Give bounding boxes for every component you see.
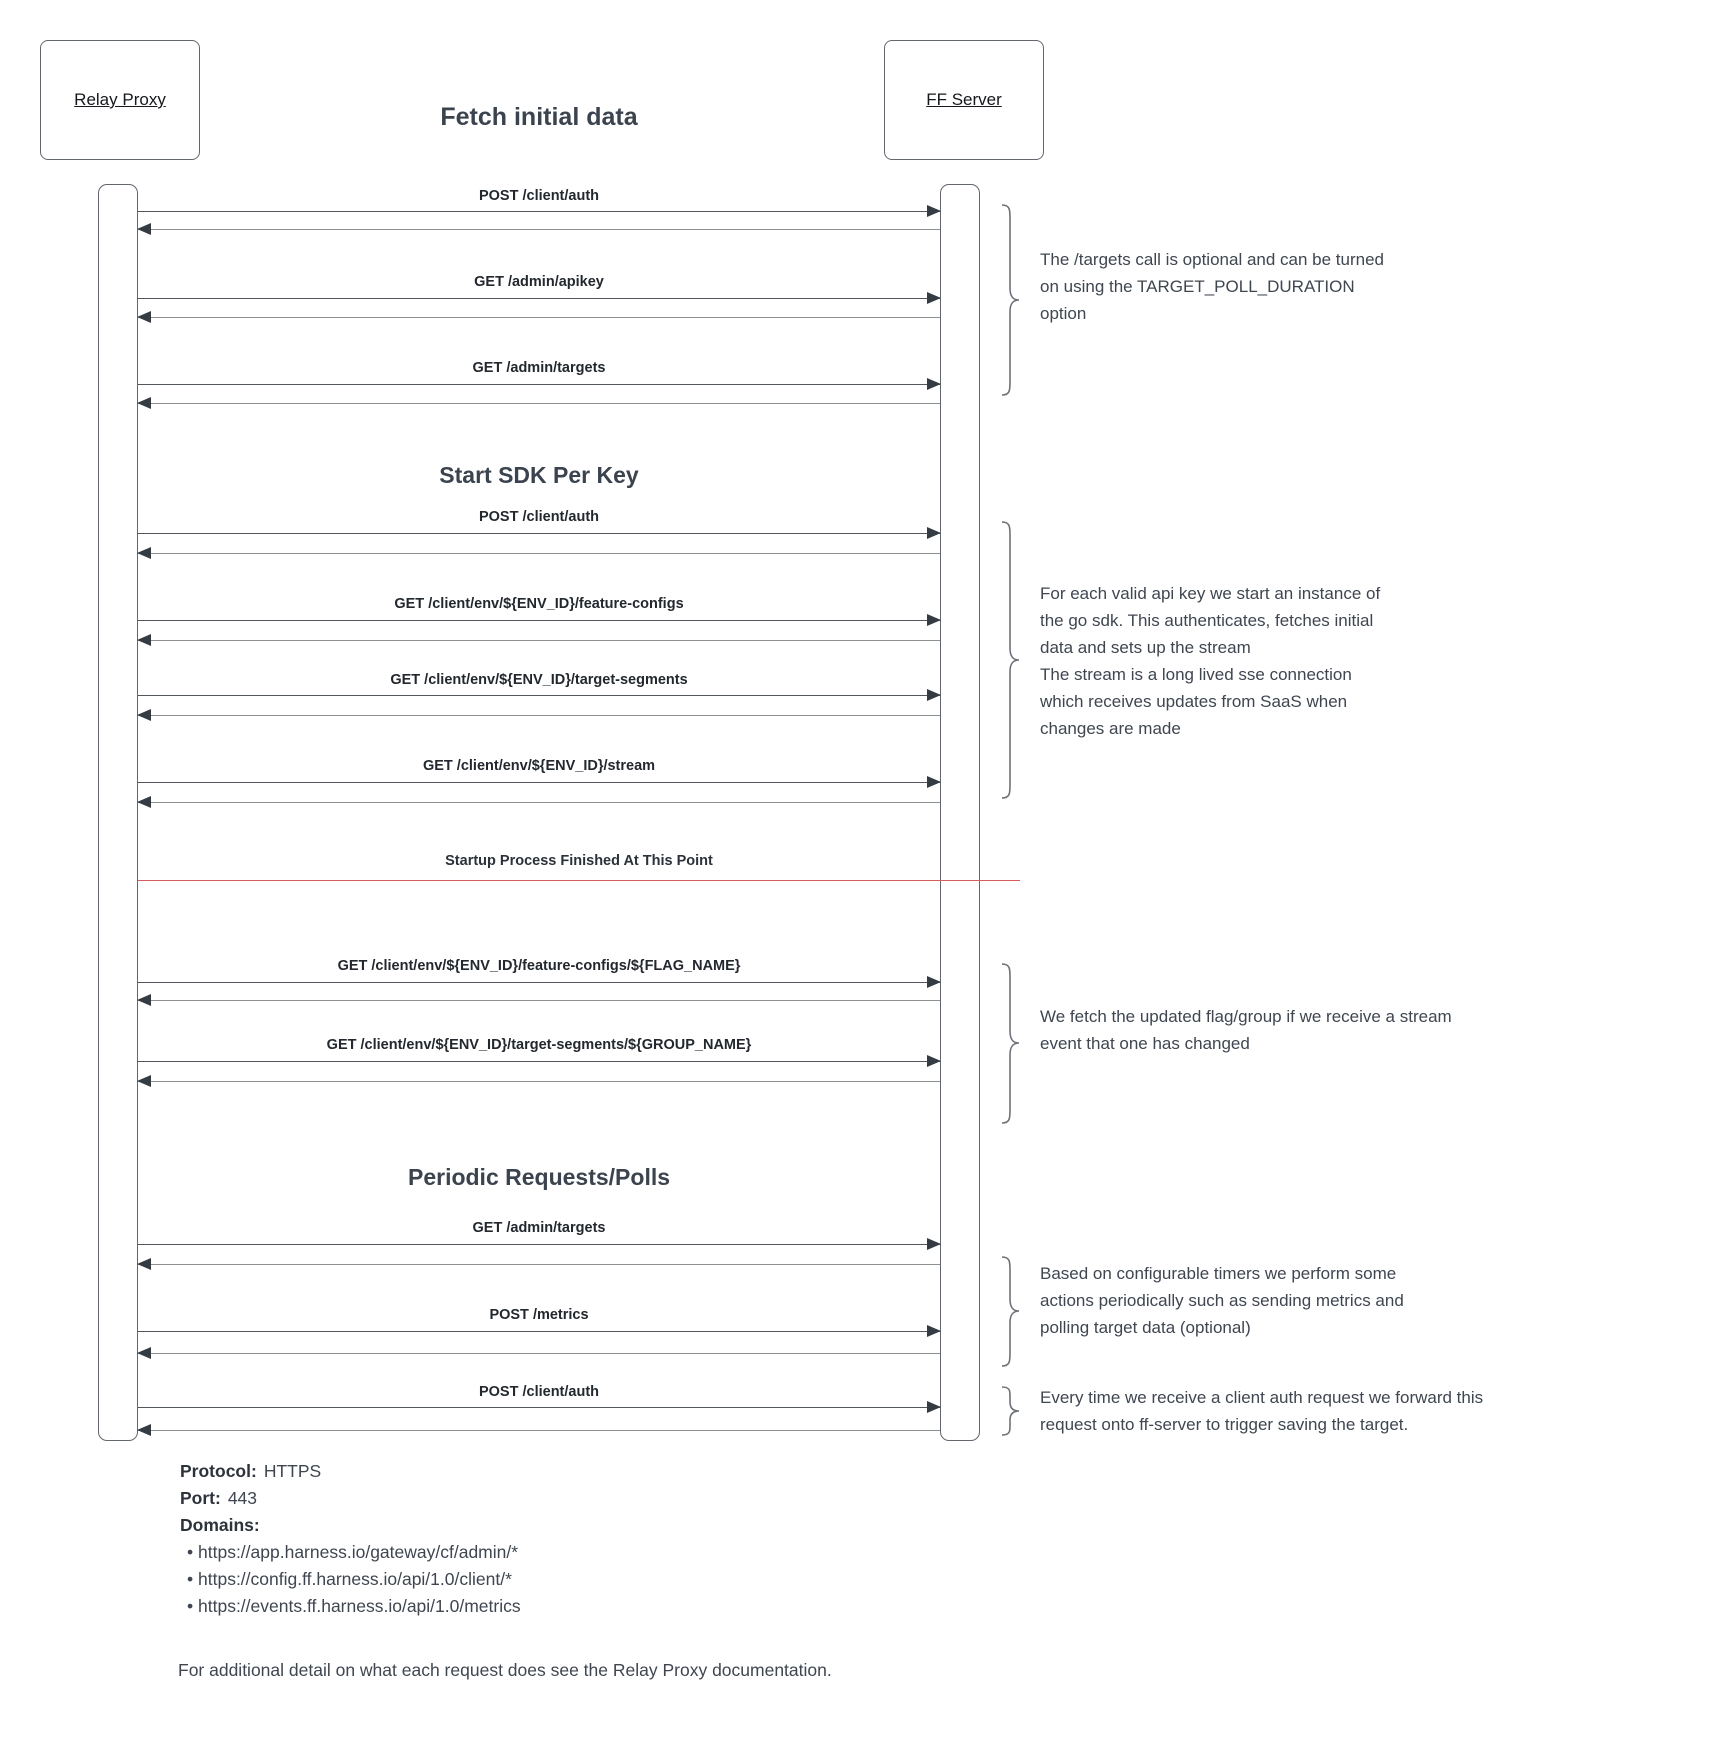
request-arrow: [138, 1400, 941, 1413]
annotation-note: For each valid api key we start an insta…: [1040, 584, 1381, 738]
response-arrow: [137, 708, 940, 721]
actor-relay-proxy-label: Relay Proxy: [74, 90, 166, 109]
domain-item: https://app.harness.io/gateway/cf/admin/…: [180, 1539, 521, 1566]
domains-label: Domains:: [180, 1515, 260, 1535]
domain-item: https://config.ff.harness.io/api/1.0/cli…: [180, 1566, 521, 1593]
request-arrow: [138, 377, 941, 390]
response-arrow: [137, 310, 940, 323]
actor-ff-server-label: FF Server: [926, 90, 1002, 109]
milestone-separator-line: [138, 880, 1020, 881]
annotation-note: Based on configurable timers we perform …: [1040, 1264, 1404, 1337]
annotation-brace: [1001, 204, 1020, 396]
message-label: GET /client/env/${ENV_ID}/stream: [422, 758, 656, 774]
message-label: GET /client/env/${ENV_ID}/feature-config…: [337, 958, 741, 974]
section-heading-periodic: Periodic Requests/Polls: [407, 1164, 671, 1190]
actor-relay-proxy: Relay Proxy: [40, 40, 200, 160]
message-label: GET /admin/apikey: [474, 274, 604, 290]
message-label: GET /client/env/${ENV_ID}/target-segment…: [326, 1037, 752, 1053]
section-heading-start-sdk: Start SDK Per Key: [439, 462, 639, 488]
request-arrow: [138, 613, 941, 626]
request-arrow: [138, 688, 941, 701]
protocol-value: HTTPS: [263, 1461, 322, 1481]
message-label: GET /client/env/${ENV_ID}/target-segment…: [390, 672, 688, 688]
response-arrow: [137, 1257, 940, 1270]
annotation-note: Every time we receive a client auth requ…: [1040, 1388, 1484, 1434]
protocol-line: Protocol: HTTPS: [180, 1458, 521, 1485]
annotation-brace: [1001, 1256, 1020, 1367]
port-value: 443: [227, 1488, 258, 1508]
milestone-label: Startup Process Finished At This Point: [445, 853, 713, 869]
response-arrow: [137, 222, 940, 235]
message-label: POST /metrics: [489, 1307, 589, 1323]
response-arrow: [137, 546, 940, 559]
annotation-brace: [1001, 521, 1020, 799]
diagram-title: Fetch initial data: [440, 103, 638, 131]
request-arrow: [138, 775, 941, 788]
request-arrow: [138, 204, 941, 217]
response-arrow: [137, 633, 940, 646]
actor-ff-server: FF Server: [884, 40, 1044, 160]
request-arrow: [138, 526, 941, 539]
response-arrow: [137, 1423, 940, 1436]
request-arrow: [138, 1054, 941, 1067]
connection-info: Protocol: HTTPS Port: 443 Domains: https:/…: [180, 1458, 521, 1620]
message-label: POST /client/auth: [478, 188, 600, 204]
response-arrow: [137, 795, 940, 808]
response-arrow: [137, 396, 940, 409]
request-arrow: [138, 291, 941, 304]
port-label: Port:: [180, 1488, 221, 1508]
message-label: POST /client/auth: [478, 1384, 600, 1400]
annotation-brace: [1001, 1386, 1020, 1436]
request-arrow: [138, 1324, 941, 1337]
protocol-label: Protocol:: [180, 1461, 257, 1481]
annotation-brace: [1001, 963, 1020, 1124]
message-label: GET /admin/targets: [472, 1220, 606, 1236]
message-label: GET /client/env/${ENV_ID}/feature-config…: [394, 596, 684, 612]
annotation-note: The /targets call is optional and can be…: [1040, 250, 1384, 323]
message-label: POST /client/auth: [478, 509, 600, 525]
lifeline-relay-proxy: [98, 184, 138, 1441]
request-arrow: [138, 1237, 941, 1250]
request-arrow: [138, 975, 941, 988]
message-label: GET /admin/targets: [472, 360, 606, 376]
response-arrow: [137, 993, 940, 1006]
annotation-note: We fetch the updated flag/group if we re…: [1040, 1007, 1452, 1053]
response-arrow: [137, 1074, 940, 1087]
response-arrow: [137, 1346, 940, 1359]
footer-note: For additional detail on what each reque…: [178, 1660, 832, 1680]
lifeline-ff-server: [940, 184, 980, 1441]
domain-item: https://events.ff.harness.io/api/1.0/met…: [180, 1593, 521, 1620]
port-line: Port: 443: [180, 1485, 521, 1512]
